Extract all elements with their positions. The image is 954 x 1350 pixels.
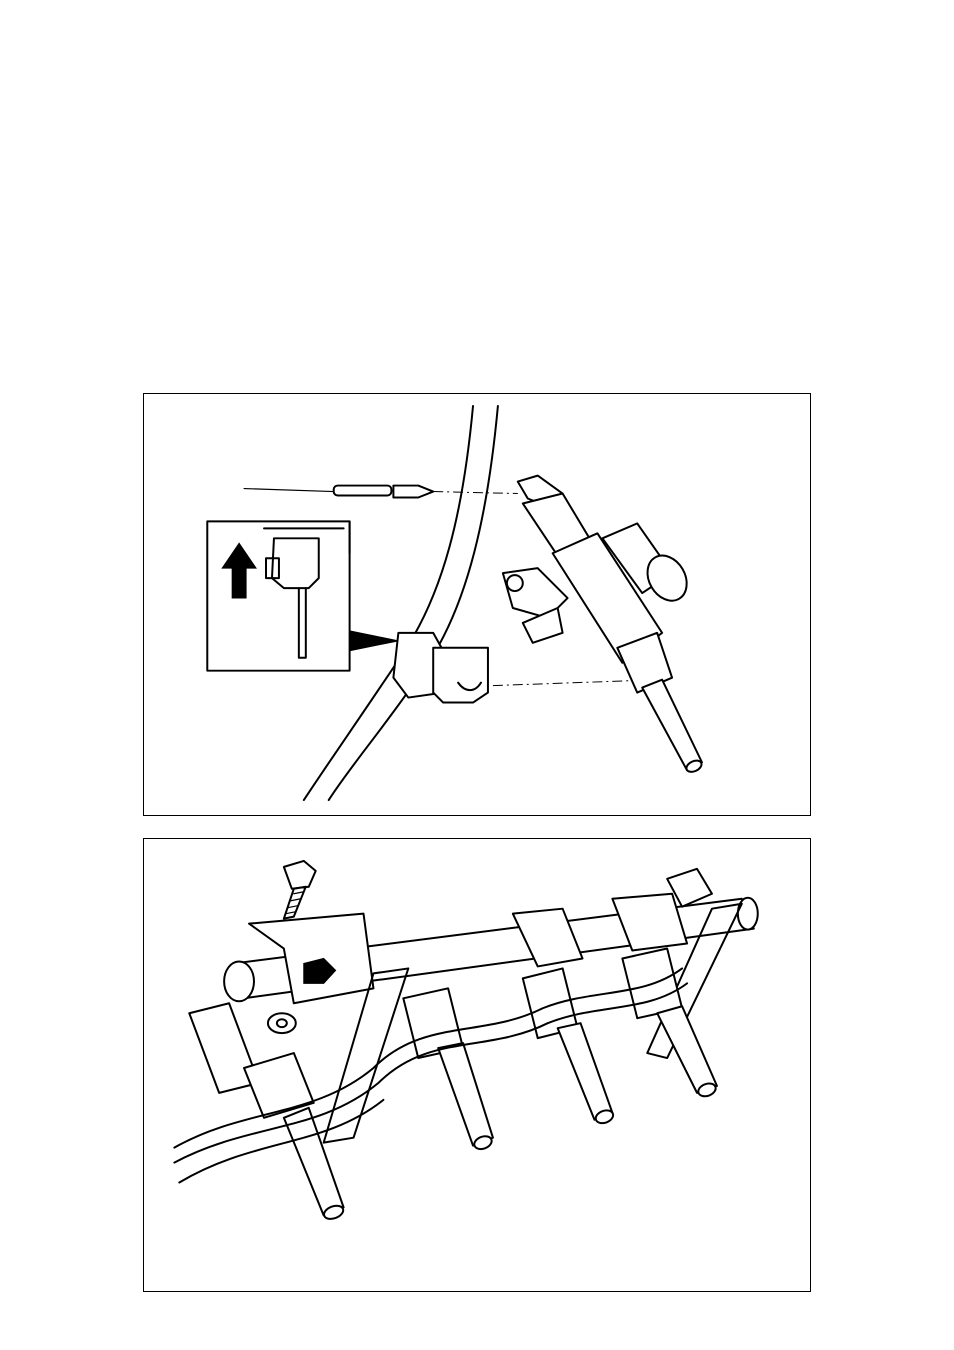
alignment-line-top — [433, 492, 518, 494]
wiring-loom-cable-inner — [329, 406, 498, 800]
figure-fuel-rail — [143, 838, 811, 1292]
sealing-washer-hole — [277, 1019, 287, 1027]
injector-4 — [622, 949, 717, 1099]
sensor-wire — [244, 489, 334, 492]
fuel-rail-illustration — [144, 839, 810, 1291]
alignment-line-bottom — [493, 681, 632, 686]
inset-pointer — [350, 631, 399, 651]
mount-bolt-hole — [507, 575, 523, 591]
bolt-head — [284, 861, 316, 889]
wire-sleeve — [334, 486, 392, 496]
fuel-rail-end-left — [224, 961, 254, 1001]
figure-injector-connector — [143, 393, 811, 816]
wire-terminal — [393, 486, 433, 498]
loom-connector-plug — [433, 648, 488, 703]
injector-nozzle — [642, 680, 702, 771]
injector-2 — [403, 988, 493, 1151]
injector-3 — [523, 968, 615, 1125]
inset-detail-box — [207, 521, 349, 670]
injector-connector-illustration — [144, 394, 810, 815]
fuel-rail-end-right — [738, 898, 758, 930]
injector-1 — [189, 1003, 345, 1221]
mounting-bolt — [284, 861, 316, 919]
fuel-injector — [503, 476, 703, 774]
